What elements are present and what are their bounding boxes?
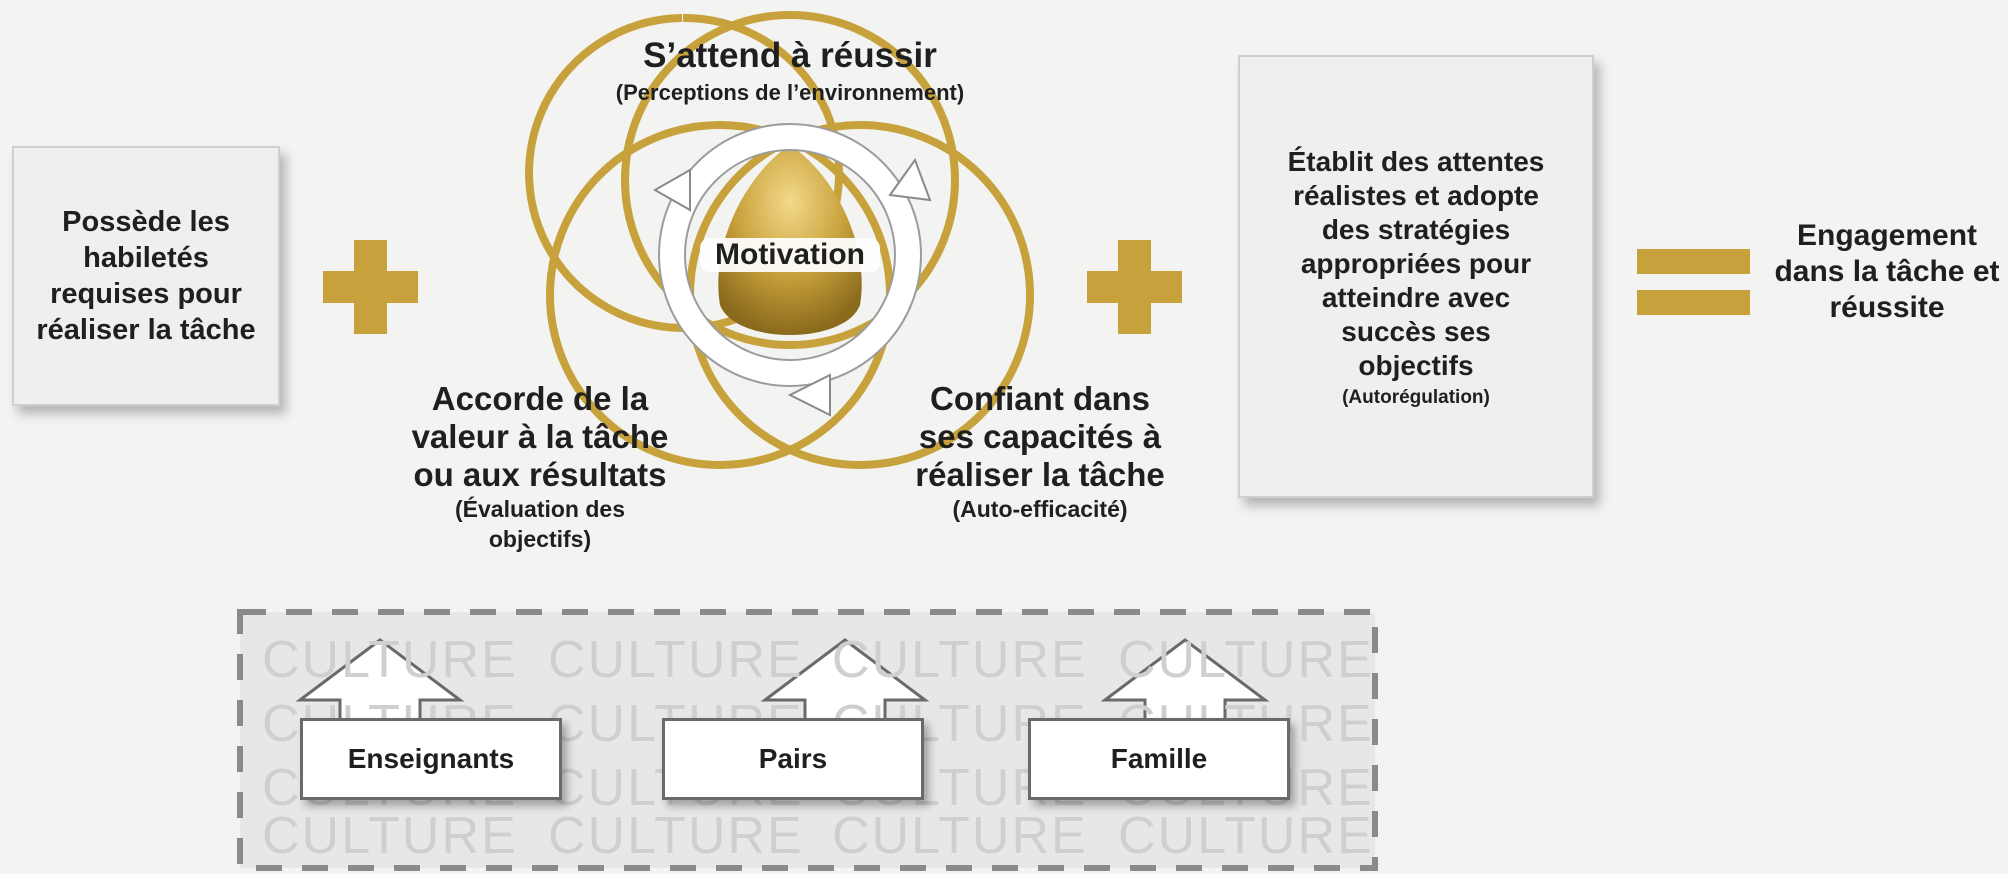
- influence-enseignants: Enseignants: [300, 718, 562, 800]
- culture-word: CULTURE: [1118, 631, 1374, 689]
- culture-word: CULTURE: [832, 631, 1088, 689]
- influence-famille: Famille: [1028, 718, 1290, 800]
- culture-word: CULTURE: [832, 807, 1088, 865]
- expects-success-title: S’attend à réussir: [643, 36, 937, 75]
- culture-word: CULTURE: [548, 807, 804, 865]
- self-regulation-box: Établit des attentes réalistes et adopte…: [1238, 55, 1594, 498]
- confidence-sub: (Auto-efficacité): [952, 496, 1128, 522]
- cycle-arrow-top-right: [888, 157, 932, 202]
- arrow-up-enseignants: [295, 638, 465, 737]
- culture-word: CULTURE: [1118, 807, 1374, 865]
- value-label: Accorde de la valeur à la tâche ou aux r…: [370, 380, 710, 554]
- value-line2: valeur à la tâche: [411, 418, 669, 455]
- cycle-arrow-top-left: [652, 168, 691, 212]
- confidence-line1: Confiant dans: [930, 380, 1150, 417]
- arrow-up-famille: [1100, 638, 1270, 737]
- influence-pairs: Pairs: [662, 718, 924, 800]
- cycle-arrow-bottom: [787, 373, 831, 417]
- cycle-ring: [659, 124, 921, 386]
- value-sub2: objectifs): [488, 526, 592, 552]
- motivation-label: Motivation: [700, 238, 880, 272]
- confidence-line3: réaliser la tâche: [915, 456, 1165, 493]
- value-line3: ou aux résultats: [413, 456, 667, 493]
- value-sub1: (Évaluation des: [455, 496, 625, 522]
- skills-box: Possède les habiletés requises pour réal…: [12, 146, 280, 406]
- result-text: Engagement dans la tâche et réussite: [1774, 219, 2000, 324]
- self-regulation-sub: (Autorégulation): [1342, 386, 1490, 408]
- culture-word: CULTURE: [262, 631, 518, 689]
- confidence-label: Confiant dans ses capacités à réaliser l…: [870, 380, 1210, 524]
- arrow-up-pairs: [760, 638, 930, 737]
- culture-word: CULTURE: [548, 631, 804, 689]
- culture-word: CULTURE: [262, 807, 518, 865]
- skills-text: Possède les habiletés requises pour réal…: [36, 206, 256, 346]
- confidence-line2: ses capacités à: [918, 418, 1162, 455]
- circle-top: [621, 11, 959, 349]
- value-line1: Accorde de la: [431, 380, 649, 417]
- expects-success-subtitle: (Perceptions de l’environnement): [615, 80, 965, 105]
- self-regulation-text: Établit des attentes réalistes et adopte…: [1287, 145, 1545, 381]
